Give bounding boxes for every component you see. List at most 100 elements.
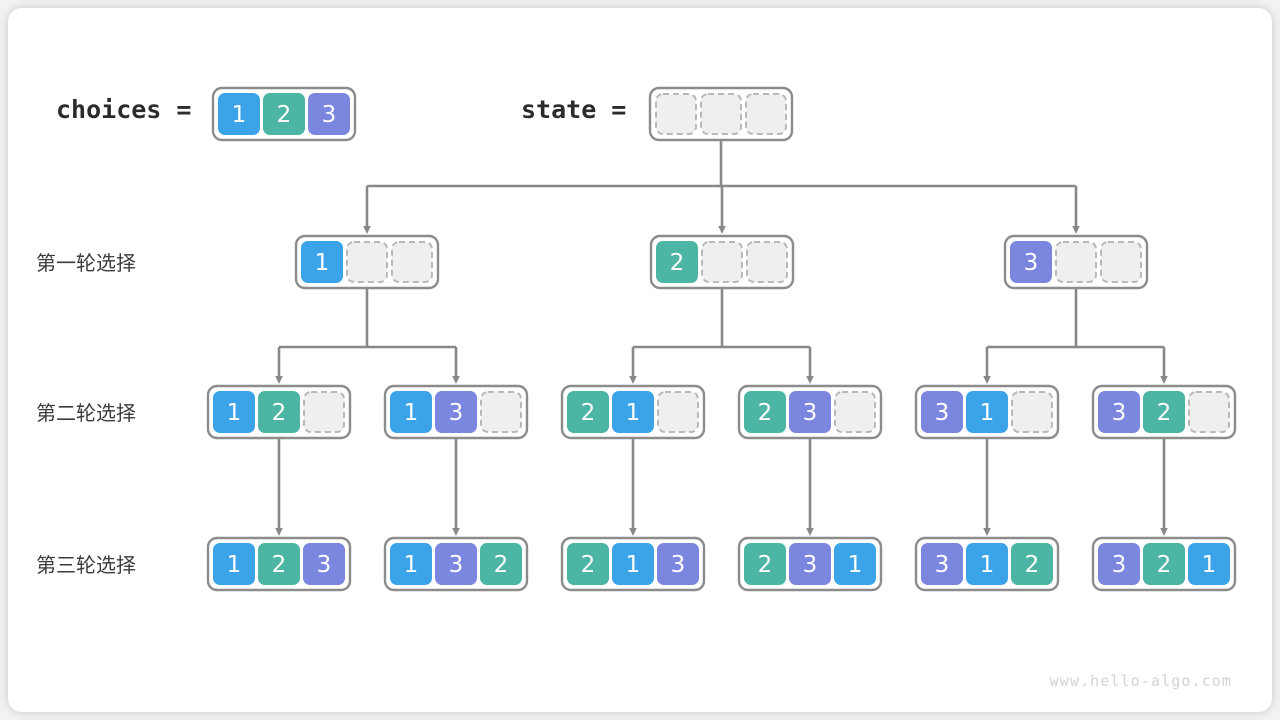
cell-value: 3 [935, 400, 950, 426]
empty-cell [700, 93, 742, 135]
round1-node-2: 2 [649, 234, 795, 290]
cell-value: 3 [671, 552, 686, 578]
filled-cell [308, 93, 350, 135]
filled-cell [834, 543, 876, 585]
cell-value: 3 [803, 400, 818, 426]
round3-node-6: 3 2 1 [1091, 536, 1237, 592]
cell-value: 2 [758, 552, 773, 578]
cell-value: 2 [1157, 552, 1172, 578]
filled-cell [301, 241, 343, 283]
filled-cell [213, 543, 255, 585]
cell-value: 2 [494, 552, 509, 578]
empty-cell [746, 241, 788, 283]
cell-value: 3 [1024, 250, 1039, 276]
cell-value: 1 [232, 102, 247, 128]
filled-cell [435, 391, 477, 433]
filled-cell [744, 391, 786, 433]
cell-value: 1 [626, 400, 641, 426]
cell-value: 3 [449, 400, 464, 426]
filled-cell [390, 543, 432, 585]
filled-cell [1011, 543, 1053, 585]
filled-cell [1143, 543, 1185, 585]
filled-cell [921, 391, 963, 433]
filled-cell [1143, 391, 1185, 433]
empty-cell [657, 391, 699, 433]
cell-value: 3 [1112, 552, 1127, 578]
text-labels: choices =state =第一轮选择第二轮选择第三轮选择www.hello… [36, 95, 1232, 690]
round1-node-1: 1 [294, 234, 440, 290]
cell-value: 2 [272, 400, 287, 426]
empty-cell [1011, 391, 1053, 433]
cell-value: 3 [935, 552, 950, 578]
filled-cell [263, 93, 305, 135]
round1-node-3: 3 [1003, 234, 1149, 290]
watermark: www.hello-algo.com [1050, 672, 1232, 690]
filled-cell [789, 391, 831, 433]
cell-value: 1 [1202, 552, 1217, 578]
row-label-3: 第三轮选择 [36, 553, 136, 577]
cell-value: 3 [449, 552, 464, 578]
filled-cell [966, 391, 1008, 433]
empty-cell [303, 391, 345, 433]
empty-cell [834, 391, 876, 433]
cell-value: 2 [1157, 400, 1172, 426]
filled-cell [789, 543, 831, 585]
cell-value: 2 [758, 400, 773, 426]
round3-node-4: 2 3 1 [737, 536, 883, 592]
cell-value: 1 [315, 250, 330, 276]
filled-cell [258, 543, 300, 585]
empty-cell [701, 241, 743, 283]
filled-cell [213, 391, 255, 433]
filled-cell [744, 543, 786, 585]
cell-value: 3 [322, 102, 337, 128]
state-array [648, 86, 794, 142]
filled-cell [1010, 241, 1052, 283]
row-label-2: 第二轮选择 [36, 401, 136, 425]
connector-lines [275, 140, 1168, 536]
cell-value: 1 [404, 400, 419, 426]
filled-cell [966, 543, 1008, 585]
filled-cell [612, 543, 654, 585]
cell-value: 1 [227, 552, 242, 578]
cell-value: 3 [803, 552, 818, 578]
filled-cell [657, 543, 699, 585]
cell-value: 1 [848, 552, 863, 578]
empty-cell [745, 93, 787, 135]
filled-cell [1098, 391, 1140, 433]
empty-cell [346, 241, 388, 283]
filled-cell [1098, 543, 1140, 585]
empty-cell [480, 391, 522, 433]
round3-node-5: 3 1 2 [914, 536, 1060, 592]
choices-array: 1 2 3 [211, 86, 357, 142]
cell-value: 1 [227, 400, 242, 426]
empty-cell [391, 241, 433, 283]
cell-value: 2 [581, 400, 596, 426]
cell-value: 2 [670, 250, 685, 276]
filled-cell [656, 241, 698, 283]
row-label-1: 第一轮选择 [36, 251, 136, 275]
cell-value: 2 [277, 102, 292, 128]
filled-cell [480, 543, 522, 585]
state-label: state = [521, 95, 626, 124]
cell-value: 2 [1025, 552, 1040, 578]
cell-value: 1 [980, 552, 995, 578]
cell-value: 3 [317, 552, 332, 578]
empty-cell [1100, 241, 1142, 283]
filled-cell [567, 543, 609, 585]
cell-value: 1 [980, 400, 995, 426]
filled-cell [390, 391, 432, 433]
filled-cell [921, 543, 963, 585]
empty-cell [1188, 391, 1230, 433]
